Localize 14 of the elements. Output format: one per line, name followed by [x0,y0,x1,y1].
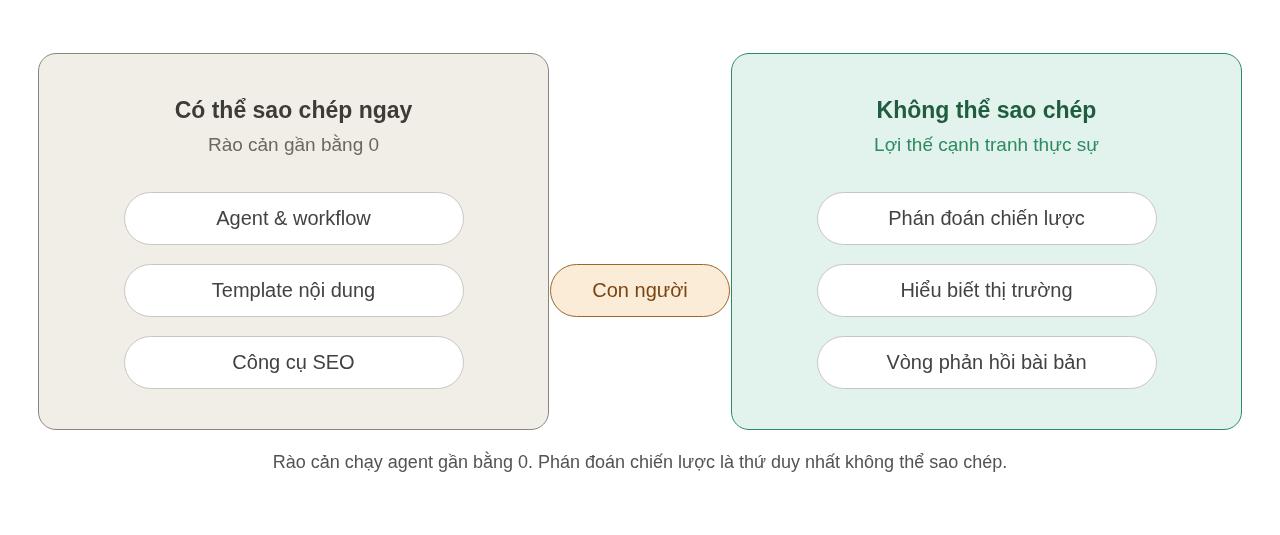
panel-title: Có thể sao chép ngay [174,96,413,125]
caption: Rào cản chạy agent gần bằng 0. Phán đoán chiến lược là thứ duy nhất không thể sao chép. [271,452,1009,473]
item-pill: Template nội dung [123,264,464,317]
panel-subtitle: Lợi thế cạnh tranh thực sự [874,133,1099,157]
center-pill: Con người [550,264,730,317]
panel-title: Không thể sao chép [876,96,1097,125]
item-pill: Công cụ SEO [123,336,464,389]
group-panel [731,53,1242,430]
panel-subtitle: Rào cản gần bằng 0 [207,133,380,157]
item-pill: Vòng phản hồi bài bản [816,336,1157,389]
group-panel [38,53,549,430]
item-pill: Agent & workflow [123,192,464,245]
item-pill: Phán đoán chiến lược [816,192,1157,245]
item-pill: Hiểu biết thị trường [816,264,1157,317]
